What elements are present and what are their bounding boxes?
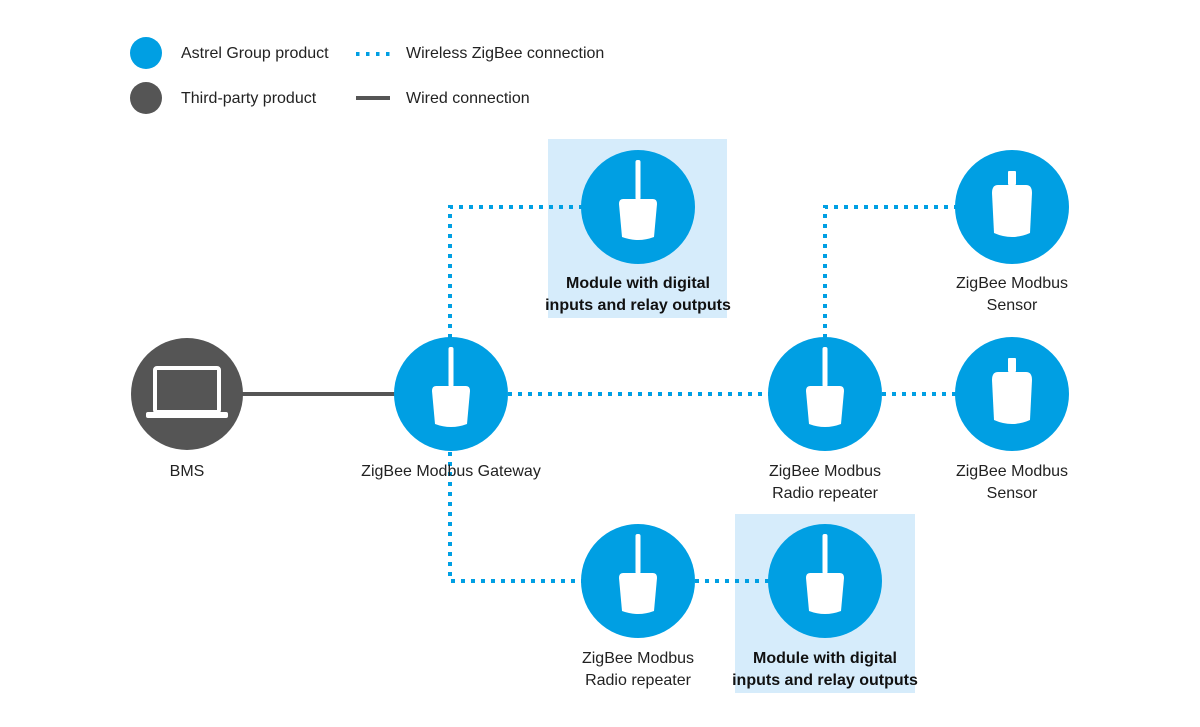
module-top-label: Module with digital inputs and relay out… <box>545 275 731 314</box>
repeater-mid-label: ZigBee Modbus Radio repeater <box>768 463 882 502</box>
antenna-device-icon <box>806 534 844 614</box>
wireless-repeater-sensor-top <box>823 205 958 338</box>
sensor-mid-label: ZigBee Modbus Sensor <box>955 463 1069 502</box>
sensor-top-label: ZigBee Modbus Sensor <box>955 275 1069 314</box>
sensor-icon <box>992 171 1032 237</box>
antenna-device-icon <box>806 347 844 427</box>
repeater-bottom-label: ZigBee Modbus Radio repeater <box>581 650 695 689</box>
gateway-label: ZigBee Modbus Gateway <box>361 463 541 480</box>
antenna-device-icon <box>432 347 470 427</box>
bms-label: BMS <box>169 463 205 480</box>
wireless-gateway-module-top <box>448 205 584 338</box>
legend-wired-label: Wired connection <box>406 90 530 107</box>
laptop-icon <box>146 366 228 418</box>
bms-node <box>131 338 243 450</box>
sensor-icon <box>992 358 1032 424</box>
legend-third-party-label: Third-party product <box>181 90 317 107</box>
legend-astrel-label: Astrel Group product <box>181 45 329 62</box>
legend-astrel-marker <box>130 37 162 69</box>
legend-wireless-label: Wireless ZigBee connection <box>406 45 605 62</box>
legend-third-party-marker <box>130 82 162 114</box>
antenna-device-icon <box>619 534 657 614</box>
wireless-gateway-repeater-bottom <box>448 452 584 583</box>
antenna-device-icon <box>619 160 657 240</box>
module-bottom-label: Module with digital inputs and relay out… <box>732 650 918 689</box>
